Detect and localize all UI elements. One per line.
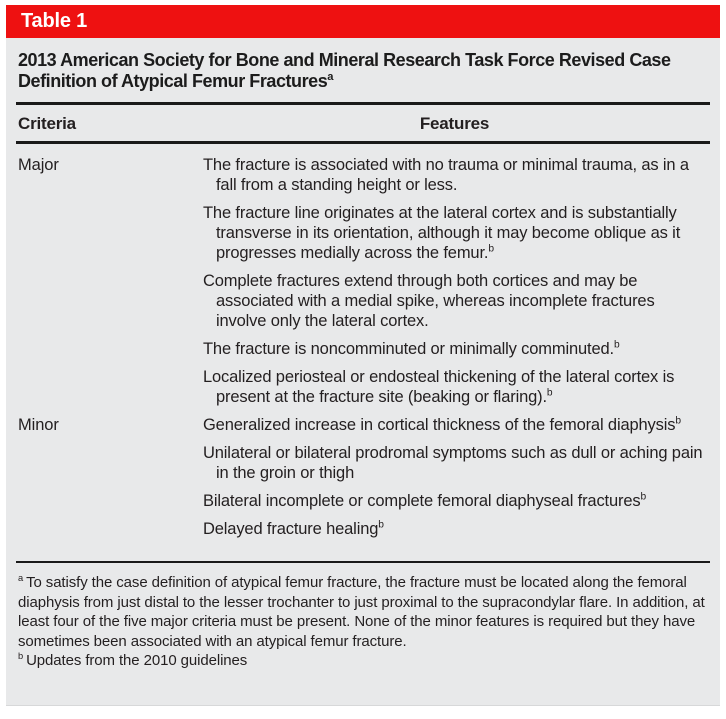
- column-header-criteria: Criteria: [18, 114, 76, 133]
- feature-item: The fracture line originates at the late…: [203, 204, 681, 262]
- feature-item: The fracture is noncomminuted or minimal…: [203, 339, 620, 358]
- rule-top: [16, 102, 710, 105]
- footnote-marker: a: [18, 573, 24, 583]
- feature-item: Localized periosteal or endosteal thicke…: [203, 368, 675, 406]
- footnote-text: To satisfy the case definition of atypic…: [18, 574, 705, 650]
- feature-item: Generalized increase in cortical thickne…: [203, 415, 681, 434]
- rule-above-footnotes: [16, 561, 710, 563]
- feature-item: Complete fractures extend through both c…: [203, 272, 655, 330]
- feature-footnote-marker: b: [640, 491, 647, 503]
- footnote-marker: b: [18, 651, 24, 661]
- feature-item: Bilateral incomplete or complete femoral…: [203, 491, 647, 510]
- table-caption: 2013 American Society for Bone and Miner…: [6, 38, 720, 102]
- feature-item: The fracture is associated with no traum…: [203, 156, 689, 194]
- features-cell: Generalized increase in cortical thickne…: [203, 415, 706, 547]
- table-row: Major The fracture is associated with no …: [18, 155, 706, 415]
- criteria-cell: Minor: [18, 416, 59, 434]
- table-body: Major The fracture is associated with no …: [6, 144, 720, 549]
- footnote-text: Updates from the 2010 guidelines: [26, 652, 248, 669]
- feature-footnote-marker: b: [546, 387, 553, 399]
- feature-footnote-marker: b: [378, 519, 384, 531]
- criteria-cell: Major: [18, 156, 59, 174]
- feature-item: Unilateral or bilateral prodromal sympto…: [203, 444, 703, 482]
- table-label-bar: Table 1: [6, 5, 720, 38]
- table-panel: Table 1 2013 American Society for Bone a…: [6, 5, 720, 706]
- table-caption-text: 2013 American Society for Bone and Miner…: [18, 50, 671, 91]
- rule-under-header: [16, 141, 710, 144]
- feature-footnote-marker: b: [488, 243, 494, 255]
- column-header-features: Features: [419, 114, 490, 133]
- caption-footnote-marker: a: [327, 71, 334, 83]
- features-cell: The fracture is associated with no traum…: [203, 155, 706, 415]
- table-label: Table 1: [21, 10, 88, 32]
- column-header-row: Criteria Features: [6, 105, 720, 141]
- feature-item: Delayed fracture healingb: [203, 519, 384, 538]
- table-row: Minor Generalized increase in cortical th…: [18, 415, 706, 547]
- feature-footnote-marker: b: [613, 339, 620, 351]
- feature-footnote-marker: b: [675, 415, 681, 427]
